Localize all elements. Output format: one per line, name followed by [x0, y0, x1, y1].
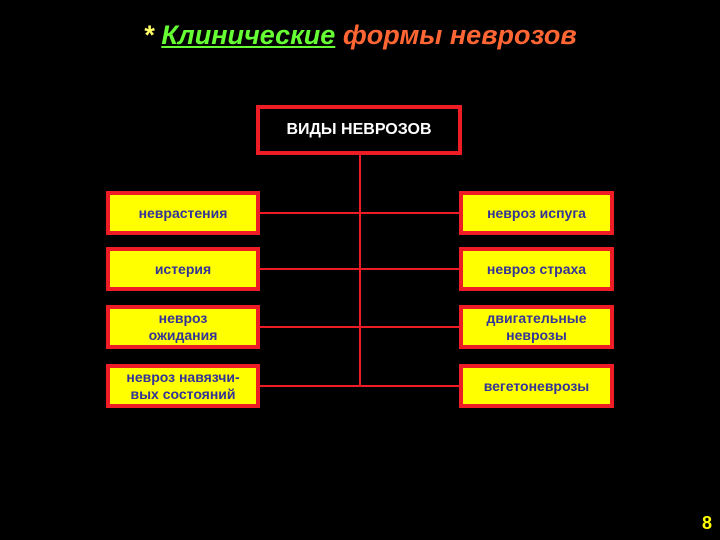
root-node-neurosis-types: ВИДЫ НЕВРОЗОВ [256, 105, 462, 155]
title-word-clinical: Клинические [161, 20, 336, 50]
node-fear-neurosis: невроз страха [459, 247, 614, 291]
title-word-forms: формы неврозов [342, 20, 577, 50]
page-number: 8 [701, 513, 712, 533]
node-motor-neuroses: двигательные неврозы [459, 305, 614, 349]
node-expectation-neurosis: невроз ожидания [106, 305, 260, 349]
node-obsessive-neurosis: невроз навязчи- вых состояний [106, 364, 260, 408]
node-hysteria: истерия [106, 247, 260, 291]
title-star: * [143, 20, 154, 50]
node-fright-neurosis: невроз испуга [459, 191, 614, 235]
node-neurasthenia: неврастения [106, 191, 260, 235]
slide-title: * Клинические формы неврозов [0, 20, 720, 51]
node-vegetoneuroses: вегетоневрозы [459, 364, 614, 408]
